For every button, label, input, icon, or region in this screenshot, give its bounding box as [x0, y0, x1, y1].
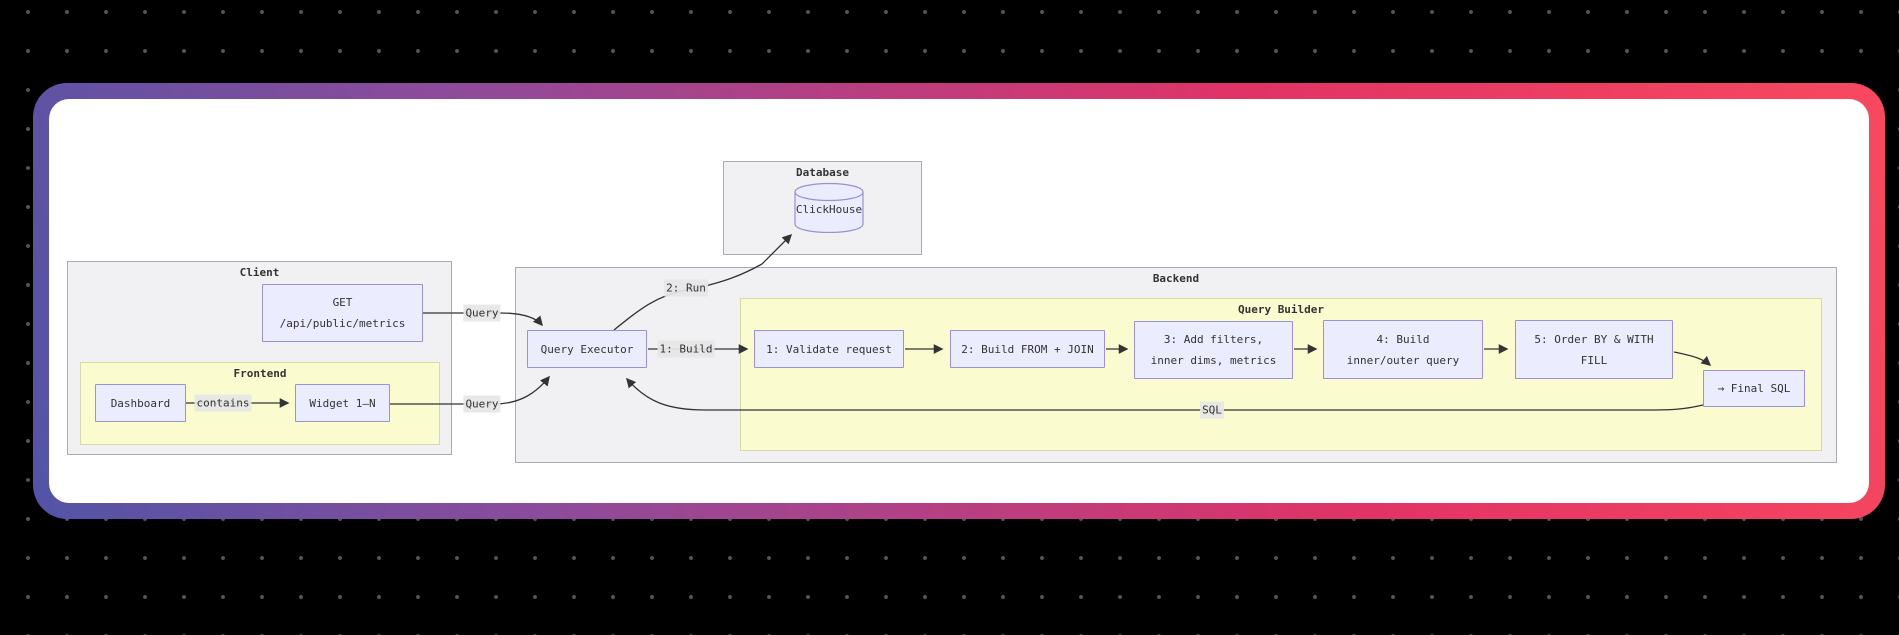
edge-label-sql: SQL: [1200, 401, 1224, 419]
node-order-by-with-fill-line2: FILL: [1580, 353, 1608, 367]
edge-label-query-bottom: Query: [463, 395, 501, 413]
edge-label-run: 2: Run: [664, 279, 708, 297]
node-add-filters: 3: Add filters, inner dims, metrics: [1134, 321, 1293, 379]
node-final-sql-label: → Final SQL: [1717, 382, 1791, 395]
node-dashboard: Dashboard: [95, 384, 186, 422]
cylinder-shape: [794, 182, 864, 233]
node-build-from-join-label: 2: Build FROM + JOIN: [961, 342, 1094, 356]
node-clickhouse: ClickHouse: [794, 182, 864, 233]
node-build-inner-outer-line1: 4: Build: [1376, 332, 1430, 346]
node-widget-label: Widget 1–N: [309, 396, 376, 410]
edge-label-build: 1: Build: [657, 340, 715, 358]
cluster-client-title: Client: [239, 266, 280, 279]
node-build-from-join: 2: Build FROM + JOIN: [950, 330, 1105, 368]
edge-label-contains: contains: [194, 394, 252, 412]
edge-label-query-top: Query: [463, 304, 501, 322]
node-build-inner-outer-line2: inner/outer query: [1346, 353, 1460, 367]
node-validate-request: 1: Validate request: [754, 330, 904, 368]
node-query-executor: Query Executor: [527, 330, 647, 368]
node-get-api: GET /api/public/metrics: [262, 284, 423, 342]
node-order-by-with-fill-line1: 5: Order BY & WITH: [1534, 332, 1654, 346]
node-widget: Widget 1–N: [295, 384, 390, 422]
node-add-filters-line1: 3: Add filters,: [1163, 333, 1264, 346]
node-build-inner-outer: 4: Build inner/outer query: [1323, 320, 1483, 379]
node-order-by-with-fill: 5: Order BY & WITH FILL: [1515, 320, 1673, 379]
cluster-database-title: Database: [796, 166, 849, 179]
node-get-api-line2: /api/public/metrics: [279, 317, 406, 330]
node-query-executor-label: Query Executor: [540, 342, 634, 356]
cluster-frontend-title: Frontend: [233, 367, 287, 380]
node-get-api-line1: GET: [332, 296, 353, 309]
node-final-sql: → Final SQL: [1703, 370, 1805, 407]
node-add-filters-line2: inner dims, metrics: [1150, 354, 1277, 367]
cluster-query-builder-title: Query Builder: [1237, 303, 1325, 316]
node-clickhouse-label: ClickHouse: [795, 203, 863, 216]
node-validate-request-label: 1: Validate request: [766, 342, 892, 356]
cluster-backend-title: Backend: [1152, 272, 1200, 285]
node-dashboard-label: Dashboard: [110, 396, 171, 410]
